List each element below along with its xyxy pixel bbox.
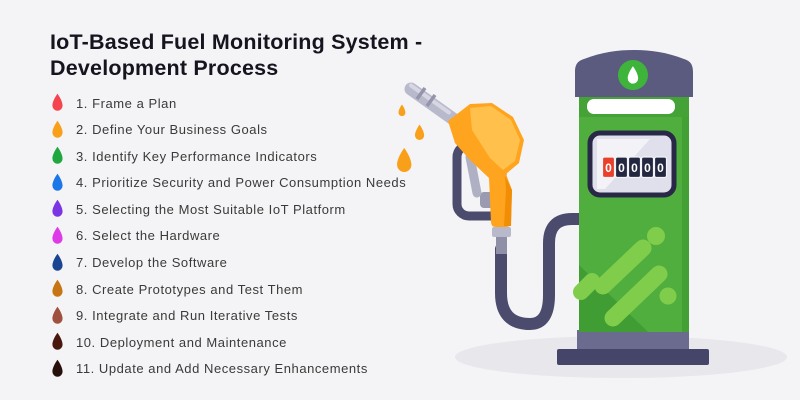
pump-body — [579, 96, 689, 332]
fuel-drop-icon — [414, 124, 425, 140]
list-item: 2. Define Your Business Goals — [50, 120, 406, 140]
nozzle-body-highlight — [470, 106, 520, 170]
list-item: 8. Create Prototypes and Test Them — [50, 279, 406, 299]
decor-dot — [659, 287, 677, 305]
pump-body-edge — [682, 96, 689, 332]
decor-streak — [573, 273, 600, 300]
counter-digit-box-red — [601, 156, 616, 179]
list-item: 3. Identify Key Performance Indicators — [50, 146, 406, 166]
droplet-icon — [52, 279, 63, 297]
list-item: 10. Deployment and Maintenance — [50, 332, 406, 352]
droplet-icon — [52, 359, 63, 377]
nozzle-spout-band — [425, 93, 437, 108]
counter-digit-row: 0 0 0 0 0 — [601, 156, 668, 179]
pump-emblem-circle — [618, 60, 648, 90]
droplet-icon — [52, 200, 63, 218]
step-label: 11. Update and Add Necessary Enhancement… — [76, 361, 368, 377]
counter-digit: 0 — [644, 161, 651, 175]
pump-dome — [575, 50, 693, 97]
list-item: 1. Frame a Plan — [50, 93, 406, 113]
counter-panel — [587, 130, 677, 198]
step-label: 6. Select the Hardware — [76, 228, 221, 244]
decor-streak — [594, 239, 652, 295]
step-label: 10. Deployment and Maintenance — [76, 334, 287, 350]
page-title-line2: Development Process — [50, 55, 279, 80]
fuel-counter-display: 0 0 0 0 0 — [587, 130, 677, 198]
counter-digit-box — [627, 156, 642, 179]
step-label: 2. Define Your Business Goals — [76, 122, 268, 138]
decor-dot — [647, 227, 665, 245]
droplet-icon — [52, 306, 63, 324]
counter-digit-box — [614, 156, 629, 179]
decor-streak — [604, 265, 668, 327]
list-item: 5. Selecting the Most Suitable IoT Platf… — [50, 199, 406, 219]
pump-slot — [587, 99, 675, 114]
nozzle-icon — [404, 82, 524, 254]
ground-shadow — [455, 336, 787, 378]
droplet-icon — [52, 173, 63, 191]
counter-digit: 0 — [605, 161, 612, 175]
nozzle-body — [448, 103, 524, 227]
pump-base — [557, 349, 709, 365]
counter-digit-box — [653, 156, 668, 179]
counter-digit-box — [640, 156, 655, 179]
list-item: 4. Prioritize Security and Power Consump… — [50, 173, 406, 193]
step-label: 8. Create Prototypes and Test Them — [76, 281, 304, 297]
nozzle-body-shade — [504, 176, 512, 226]
page-title: IoT-Based Fuel Monitoring System - Devel… — [50, 30, 422, 81]
list-item: 9. Integrate and Run Iterative Tests — [50, 306, 406, 326]
droplet-icon — [52, 333, 63, 351]
list-item: 7. Develop the Software — [50, 253, 406, 273]
step-label: 9. Integrate and Run Iterative Tests — [76, 308, 298, 324]
pump-lower-section — [577, 330, 689, 351]
pump-top-band — [579, 96, 689, 117]
nozzle-connector-collar — [492, 227, 511, 237]
droplet-icon — [52, 120, 63, 138]
nozzle-valve — [480, 192, 502, 208]
nozzle-spout — [404, 82, 463, 128]
page-title-line1: IoT-Based Fuel Monitoring System - — [50, 30, 423, 54]
droplet-icon — [52, 226, 63, 244]
nozzle-spout-band — [415, 86, 427, 101]
droplet-icon — [52, 93, 63, 111]
nozzle-spout-highlight — [409, 83, 451, 115]
step-label: 4. Prioritize Security and Power Consump… — [76, 175, 407, 191]
fuel-hose — [495, 213, 588, 331]
step-label: 5. Selecting the Most Suitable IoT Platf… — [76, 201, 346, 217]
nozzle-trigger-guard — [452, 140, 507, 221]
list-item: 6. Select the Hardware — [50, 226, 406, 246]
counter-digit: 0 — [618, 161, 625, 175]
nozzle-connector-tube — [496, 237, 507, 254]
counter-digit: 0 — [657, 161, 664, 175]
pump-body-shade — [579, 265, 648, 332]
pump-emblem-droplet-icon — [627, 66, 639, 84]
droplet-icon — [52, 146, 63, 164]
step-label: 3. Identify Key Performance Indicators — [76, 148, 318, 164]
step-label: 7. Develop the Software — [76, 255, 228, 271]
counter-panel-sheen — [597, 139, 650, 189]
droplet-icon — [52, 253, 63, 271]
list-item: 11. Update and Add Necessary Enhancement… — [50, 359, 406, 379]
step-label: 1. Frame a Plan — [76, 95, 177, 111]
counter-digit: 0 — [631, 161, 638, 175]
pump-decoration — [573, 227, 677, 327]
process-step-list: 1. Frame a Plan 2. Define Your Business … — [50, 93, 406, 386]
nozzle-trigger — [465, 152, 482, 198]
